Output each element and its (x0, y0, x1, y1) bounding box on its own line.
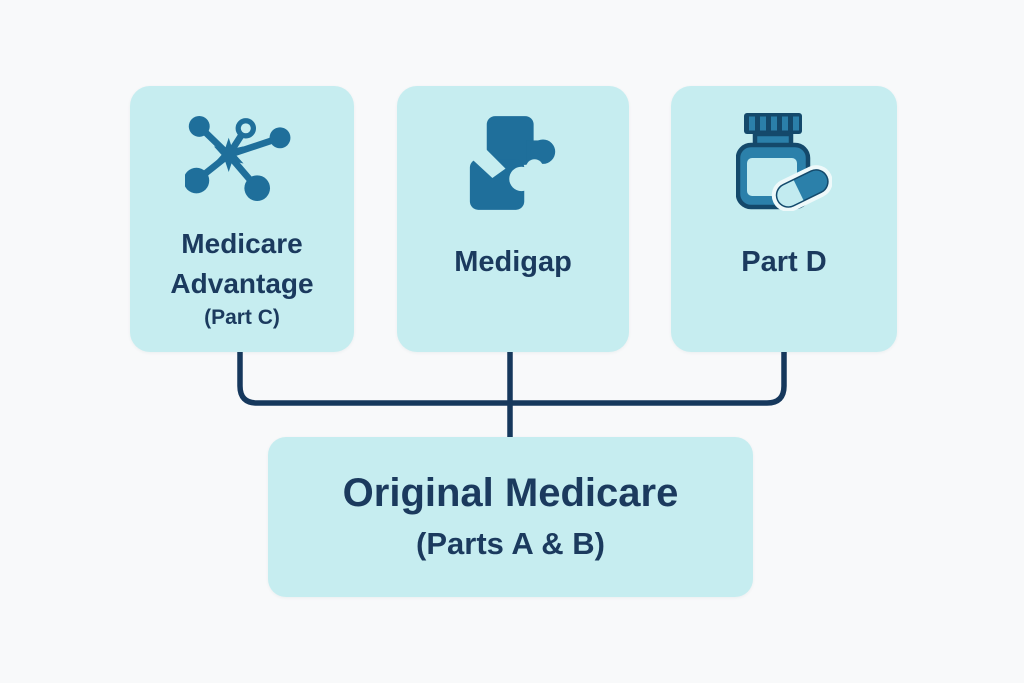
pill-bottle-icon (736, 112, 832, 212)
card-original-medicare: Original Medicare (Parts A & B) (268, 437, 753, 597)
card-title-medigap: Medigap (454, 246, 572, 278)
card-medigap: Medigap (397, 86, 629, 352)
card-title-medicare-advantage: Medicare Advantage (170, 228, 314, 299)
card-subtitle-part-c: (Part C) (204, 305, 280, 329)
card-subtitle-parts-a-b: (Parts A & B) (416, 526, 605, 562)
network-hub-icon (185, 112, 299, 212)
card-title-part-d: Part D (741, 246, 827, 278)
puzzle-piece-icon (468, 112, 558, 212)
card-part-d: Part D (671, 86, 897, 352)
card-medicare-advantage: Medicare Advantage (Part C) (130, 86, 354, 352)
card-title-original-medicare: Original Medicare (342, 471, 679, 516)
